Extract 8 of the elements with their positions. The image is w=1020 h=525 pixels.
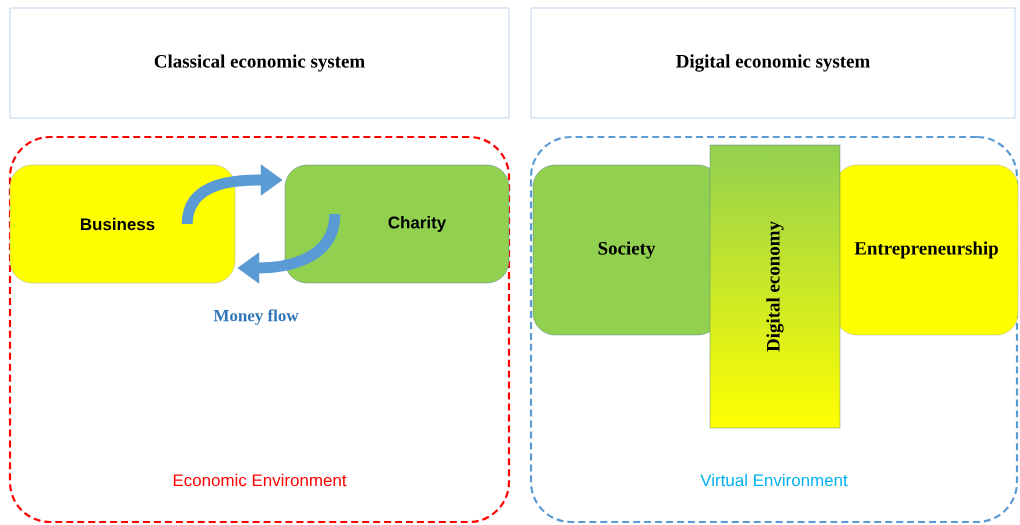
title-box: Classical economic system [9, 7, 510, 119]
rounded-box: Business [9, 164, 236, 284]
title-box: Digital economic system [530, 7, 1016, 119]
edge-label: Money flow [213, 309, 299, 325]
rounded-box: Society [532, 164, 721, 336]
rounded-box: Entrepreneurship [834, 164, 1019, 336]
rounded-box: Charity [284, 164, 510, 284]
vertical-bar: Digital economy [709, 144, 841, 429]
